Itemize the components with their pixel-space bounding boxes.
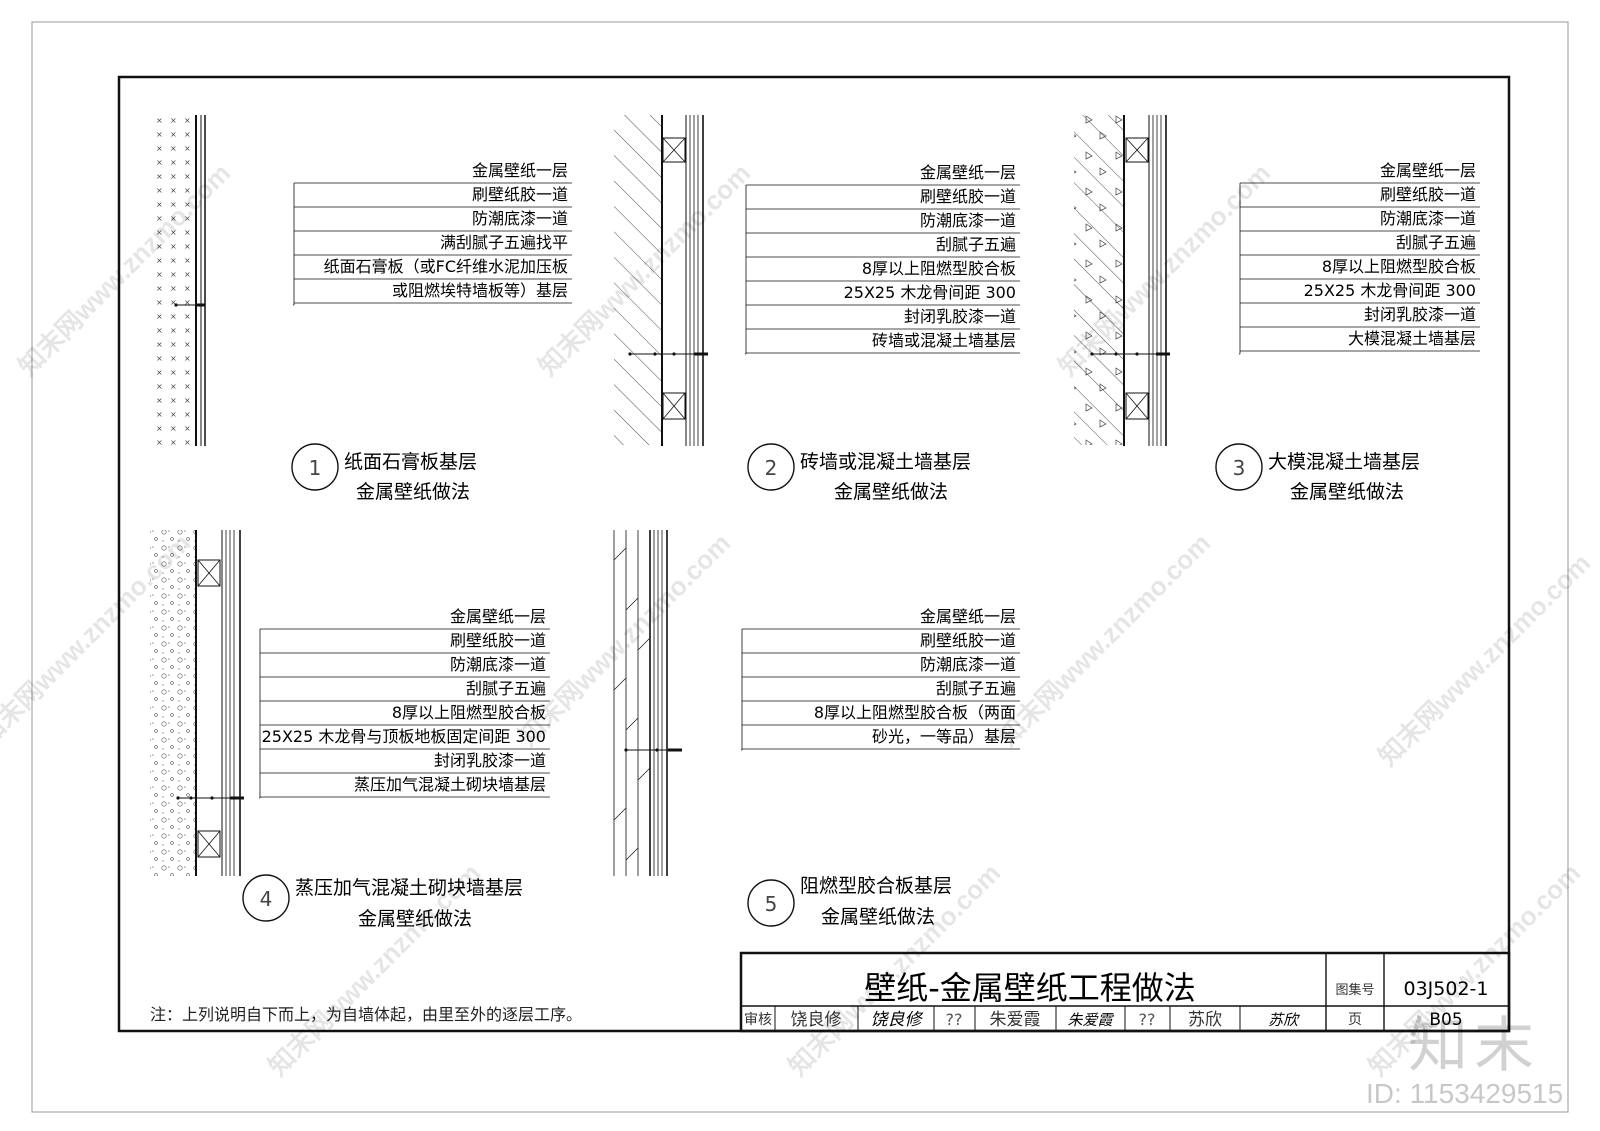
page-label: 页 [1348, 1012, 1362, 1028]
detail-4-layer: 蒸压加气混凝土砌块墙基层 [354, 775, 546, 794]
detail-1-layer: 金属壁纸一层 [472, 161, 568, 180]
detail-1-number: 1 [309, 456, 322, 480]
detail-3-layer: 刮腻子五遍 [1396, 233, 1476, 252]
detail-2-layer: 25X25 木龙骨间距 300 [844, 283, 1016, 302]
detail-2-layer: 刷壁纸胶一道 [920, 187, 1016, 206]
detail-3-layer: 25X25 木龙骨间距 300 [1304, 281, 1476, 300]
drawing-note: 注：上列说明自下而上，为自墙体起，由里至外的逐层工序。 [150, 1005, 582, 1024]
review-label: 审核 [744, 1012, 772, 1028]
detail-1-layer: 刷壁纸胶一道 [472, 185, 568, 204]
image-id-label: ID: 1153429515 [1366, 1078, 1564, 1109]
detail-3-layer: 防潮底漆一道 [1380, 209, 1476, 228]
detail-2-layer-labels: 金属壁纸一层 刷壁纸胶一道 防潮底漆一道 刮腻子五遍 8厚以上阻燃型胶合板 25… [844, 163, 1016, 350]
detail-5-layer-labels: 金属壁纸一层 刷壁纸胶一道 防潮底漆一道 刮腻子五遍 8厚以上阻燃型胶合板（两面… [814, 607, 1016, 746]
detail-3-leader [1239, 182, 1480, 355]
detail-4-layer-labels: 金属壁纸一层 刷壁纸胶一道 防潮底漆一道 刮腻子五遍 8厚以上阻燃型胶合板 25… [262, 607, 546, 794]
detail-2-layer: 8厚以上阻燃型胶合板 [862, 259, 1016, 278]
detail-2-layer: 金属壁纸一层 [920, 163, 1016, 182]
detail-4-number-circle [242, 874, 290, 922]
detail-5-number-circle [747, 879, 795, 927]
detail-3-layer: 8厚以上阻燃型胶合板 [1322, 257, 1476, 276]
detail-3-layer: 刷壁纸胶一道 [1380, 185, 1476, 204]
detail-3-title-line1: 大模混凝土墙基层 [1268, 451, 1420, 473]
outer-border [31, 21, 1569, 1113]
detail-5-layer: 金属壁纸一层 [920, 607, 1016, 626]
detail-1-layer: 防潮底漆一道 [472, 209, 568, 228]
detail-1-layer: 纸面石膏板（或FC纤维水泥加压板 [324, 257, 568, 276]
detail-3-title: 3 大模混凝土墙基层 金属壁纸做法 [1215, 443, 1420, 503]
detail-5-title-line1: 阻燃型胶合板基层 [800, 875, 952, 897]
detail-4-leader [259, 628, 550, 799]
detail-4-layer: 刮腻子五遍 [466, 679, 546, 698]
page-number: B05 [1429, 1010, 1462, 1030]
detail-5-layer: 防潮底漆一道 [920, 655, 1016, 674]
detail-1-title-line1: 纸面石膏板基层 [344, 450, 477, 473]
detail-2-title: 2 砖墙或混凝土墙基层 金属壁纸做法 [747, 443, 971, 503]
detail-4-section [150, 530, 244, 876]
detail-3-layer-labels: 金属壁纸一层 刷壁纸胶一道 防潮底漆一道 刮腻子五遍 8厚以上阻燃型胶合板 25… [1304, 161, 1476, 348]
checker-signature: 朱爱霞 [1067, 1011, 1114, 1029]
checker-name: 朱爱霞 [990, 1010, 1041, 1030]
detail-3-title-line2: 金属壁纸做法 [1290, 481, 1404, 503]
detail-4-title: 4 蒸压加气混凝土砌块墙基层 金属壁纸做法 [242, 874, 523, 930]
detail-5-layer: 刷壁纸胶一道 [920, 631, 1016, 650]
detail-1-layer: 或阻燃埃特墙板等）基层 [392, 281, 568, 300]
detail-4-layer: 金属壁纸一层 [450, 607, 546, 626]
detail-1-layer-labels: 金属壁纸一层 刷壁纸胶一道 防潮底漆一道 满刮腻子五遍找平 纸面石膏板（或FC纤… [324, 161, 568, 300]
detail-1-layer: 满刮腻子五遍找平 [440, 233, 568, 252]
detail-4-title-line1: 蒸压加气混凝土砌块墙基层 [295, 877, 523, 899]
detail-4-layer: 封闭乳胶漆一道 [434, 751, 546, 770]
detail-2-number-circle [747, 443, 795, 491]
detail-3-layer: 封闭乳胶漆一道 [1364, 305, 1476, 324]
detail-5-layer: 刮腻子五遍 [936, 679, 1016, 698]
detail-3-number: 3 [1233, 456, 1246, 480]
detail-2-layer: 砖墙或混凝土墙基层 [872, 331, 1016, 350]
detail-2-section [614, 115, 708, 446]
detail-1-leader [293, 182, 572, 306]
title-block: 壁纸-金属壁纸工程做法 图集号 03J502-1 审核 饶良修 饶良修 ?? 朱… [739, 951, 1511, 1033]
detail-1-title-line2: 金属壁纸做法 [356, 481, 470, 503]
detail-1-title: 1 纸面石膏板基层 金属壁纸做法 [291, 443, 477, 503]
detail-1-section [152, 115, 206, 446]
designer-signature: 苏欣 [1268, 1011, 1300, 1029]
detail-4-layer: 8厚以上阻燃型胶合板 [392, 703, 546, 722]
watermark-logo: 知末 [1408, 1011, 1540, 1081]
detail-1-number-circle [291, 443, 339, 491]
detail-2-leader [745, 184, 1020, 355]
detail-3-layer: 大模混凝土墙基层 [1348, 329, 1476, 348]
detail-4-number: 4 [260, 887, 273, 911]
detail-3-section [1074, 115, 1170, 446]
detail-2-number: 2 [765, 456, 778, 480]
detail-5-layer: 8厚以上阻燃型胶合板（两面 [814, 703, 1016, 722]
designer-name: 苏欣 [1188, 1010, 1222, 1030]
detail-2-layer: 封闭乳胶漆一道 [904, 307, 1016, 326]
detail-3-number-circle [1215, 443, 1263, 491]
reviewer-name: 饶良修 [791, 1010, 842, 1030]
reviewer-q: ?? [946, 1010, 963, 1029]
detail-5-layer: 砂光，一等品）基层 [872, 727, 1016, 746]
detail-5-number: 5 [765, 892, 778, 916]
checker-q: ?? [1139, 1010, 1156, 1029]
reviewer-signature: 饶良修 [871, 1010, 924, 1030]
detail-4-layer: 防潮底漆一道 [450, 655, 546, 674]
detail-2-title-line2: 金属壁纸做法 [834, 481, 948, 503]
detail-3-layer: 金属壁纸一层 [1380, 161, 1476, 180]
detail-5-title-line2: 金属壁纸做法 [821, 906, 935, 928]
detail-2-title-line1: 砖墙或混凝土墙基层 [800, 451, 971, 473]
detail-4-layer: 刷壁纸胶一道 [450, 631, 546, 650]
detail-5-title: 5 阻燃型胶合板基层 金属壁纸做法 [747, 875, 952, 928]
detail-2-layer: 刮腻子五遍 [936, 235, 1016, 254]
detail-5-leader [741, 628, 1020, 751]
detail-5-section [613, 530, 682, 876]
atlas-label: 图集号 [1335, 982, 1374, 998]
detail-4-layer: 25X25 木龙骨与顶板地板固定间距 300 [262, 727, 546, 746]
detail-4-title-line2: 金属壁纸做法 [358, 908, 472, 930]
title-block-title: 壁纸-金属壁纸工程做法 [864, 969, 1196, 1007]
atlas-number: 03J502-1 [1404, 978, 1489, 1000]
detail-2-layer: 防潮底漆一道 [920, 211, 1016, 230]
